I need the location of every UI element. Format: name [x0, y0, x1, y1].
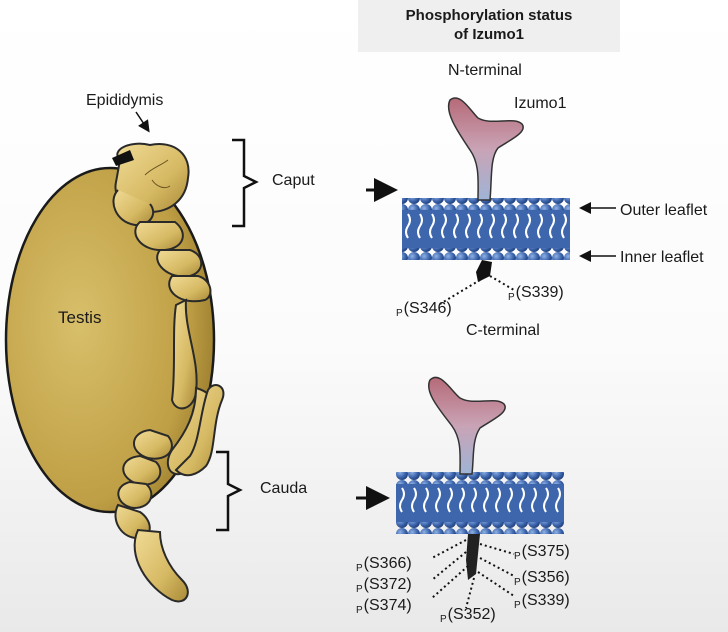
cauda-phosphosite: P(S352)	[440, 606, 496, 625]
phosphorylation-header: Phosphorylation status of Izumo1	[358, 0, 620, 52]
site-id: (S346)	[403, 300, 452, 317]
cauda-c-terminal-tail	[466, 534, 480, 580]
phospho-marker: P	[514, 600, 521, 611]
header-line-2: of Izumo1	[454, 26, 524, 43]
phospho-marker: P	[440, 614, 447, 625]
cauda-site-lines	[431, 539, 515, 609]
epididymis-label: Epididymis	[86, 92, 164, 109]
cauda-label: Cauda	[260, 480, 308, 497]
site-id: (S352)	[447, 606, 496, 623]
caput-phosphosite: P(S346)	[396, 300, 452, 319]
cauda-izumo1-protein	[427, 376, 506, 475]
cauda-phosphosite: P(S374)	[356, 597, 412, 616]
cauda-phosphosite: P(S356)	[514, 569, 570, 588]
cauda-bracket	[216, 450, 243, 532]
caput-phosphosite: P(S339)	[508, 284, 564, 303]
inner-leaflet-label: Inner leaflet	[620, 249, 704, 266]
cauda-phosphosite: P(S375)	[514, 543, 570, 562]
caput-label: Caput	[272, 172, 315, 189]
phospho-marker: P	[356, 563, 363, 574]
n-terminal-label: N-terminal	[448, 62, 522, 79]
caput-bracket	[232, 138, 259, 228]
site-id: (S356)	[521, 569, 570, 586]
phospho-marker: P	[514, 577, 521, 588]
site-id: (S366)	[363, 555, 412, 572]
site-id: (S339)	[515, 284, 564, 301]
epididymis-cap	[112, 150, 134, 166]
caput-c-terminal-tail	[476, 260, 492, 282]
site-id: (S339)	[521, 592, 570, 609]
caput-izumo1-protein	[447, 97, 524, 201]
cauda-membrane	[396, 472, 564, 534]
cauda-phosphosite: P(S339)	[514, 592, 570, 611]
epididymis-shape	[112, 142, 225, 603]
header-line-1: Phosphorylation status	[405, 7, 573, 24]
cauda-phosphosite: P(S372)	[356, 576, 412, 595]
site-id: (S375)	[521, 543, 570, 560]
phospho-marker: P	[356, 605, 363, 616]
outer-leaflet-label: Outer leaflet	[620, 202, 708, 219]
caput-veins	[144, 159, 171, 189]
phospho-marker: P	[396, 308, 403, 319]
phospho-marker: P	[514, 551, 521, 562]
phospho-marker: P	[508, 292, 515, 303]
izumo1-label: Izumo1	[514, 95, 567, 112]
caput-membrane	[402, 198, 570, 260]
phospho-marker: P	[356, 584, 363, 595]
site-id: (S372)	[363, 576, 412, 593]
cauda-phosphosite: P(S366)	[356, 555, 412, 574]
c-terminal-label: C-terminal	[466, 322, 540, 339]
testis-label: Testis	[58, 308, 102, 327]
site-id: (S374)	[363, 597, 412, 614]
epididymis-pointer-arrow	[135, 111, 150, 133]
